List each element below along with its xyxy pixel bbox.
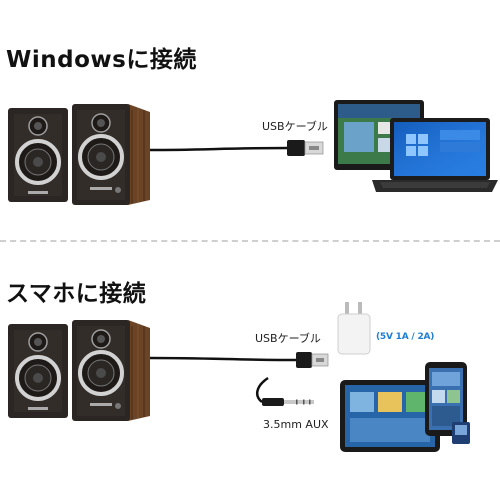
charger-spec-badge: (5V 1A / 2A) <box>376 332 435 342</box>
usb-plug-icon <box>287 140 324 156</box>
section-divider <box>0 240 500 242</box>
right-speaker-icon <box>72 104 150 205</box>
tablet-icon <box>340 380 440 452</box>
usb-cable-1 <box>149 146 291 152</box>
usb-cable-label-1: USBケーブル <box>262 120 328 133</box>
device-card-icon <box>452 422 470 444</box>
right-speaker-icon <box>72 320 150 421</box>
left-speaker-icon <box>8 108 68 202</box>
usb-cable-label-2: USBケーブル <box>255 332 321 345</box>
charger-icon <box>337 302 371 355</box>
aux-cable <box>255 376 269 403</box>
speaker-pair-icon-2 <box>8 320 150 421</box>
aux-plug-icon <box>262 398 314 406</box>
aux-cable-label: 3.5mm AUX <box>263 418 329 431</box>
speaker-pair-icon <box>8 104 150 205</box>
phone-icon <box>425 362 467 436</box>
usb-cable-2 <box>149 356 301 362</box>
section-title-windows: Windowsに接続 <box>6 47 197 73</box>
usb-plug-icon-2 <box>296 352 329 368</box>
left-speaker-icon <box>8 324 68 418</box>
section-title-smartphone: スマホに接続 <box>6 281 147 307</box>
laptop-icon <box>372 118 498 192</box>
